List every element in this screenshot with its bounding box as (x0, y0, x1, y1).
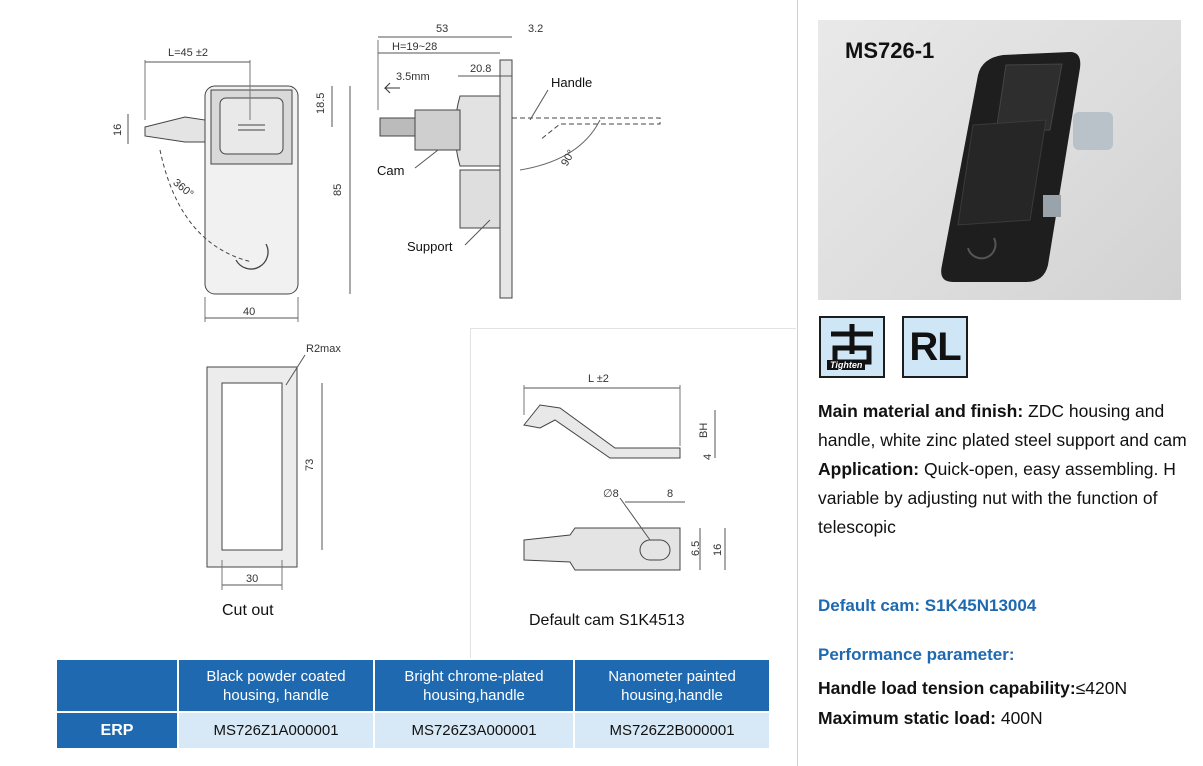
divider (797, 0, 798, 766)
default-cam: Default cam: S1K45N13004 (818, 596, 1037, 615)
header-line: Black powder coated (206, 667, 346, 685)
dim-phi8: ∅8 (603, 488, 619, 500)
tighten-icon (831, 324, 873, 365)
model-title: MS726-1 (845, 38, 935, 63)
table-cell: MS726Z3A000001 (374, 711, 575, 748)
table-header: Bright chrome-plated housing,handle (374, 660, 575, 712)
dim-3-5: 3.5mm (396, 71, 430, 83)
table-header: Nanometer painted housing,handle (574, 660, 769, 712)
handle-arc (519, 119, 601, 171)
cam-slot (639, 539, 671, 561)
dim-53: 53 (436, 23, 448, 35)
threaded-stud (379, 117, 416, 137)
application-label: Application: (818, 459, 920, 479)
table-header-blank (57, 660, 179, 712)
table-cell: MS726Z1A000001 (178, 711, 375, 748)
dim-18-5: 18.5 (315, 93, 327, 114)
nut (414, 109, 461, 151)
header-line: housing, handle (223, 686, 329, 704)
dim-8: 8 (667, 488, 673, 500)
cam-top-shape (523, 527, 681, 571)
dim-73: 73 (304, 459, 316, 471)
dim-6-5: 6.5 (690, 541, 702, 556)
rotation-arc (159, 149, 253, 263)
dim-cam-L: L ±2 (588, 373, 609, 385)
support-plate (499, 59, 513, 299)
erp-label: ERP (57, 711, 179, 748)
table-header-row: Black powder coated housing, handle Brig… (57, 660, 769, 712)
cam-side-shape (523, 404, 681, 459)
tension-value: ≤420N (1075, 678, 1128, 698)
housing-side (454, 95, 501, 167)
application-text: Quick-open, easy assembling. H variable … (818, 459, 1176, 537)
arrow-left-icon (383, 82, 400, 94)
dim-16-cam: 16 (712, 544, 724, 556)
product-description: Main material and finish: ZDC housing an… (818, 397, 1200, 542)
tension-label: Handle load tension capability: (818, 678, 1076, 698)
rl-badge: RL (902, 316, 968, 378)
material-text: ZDC housing and handle, white zinc plate… (818, 401, 1187, 450)
header-line: Nanometer painted (608, 667, 736, 685)
label-handle: Handle (551, 75, 592, 90)
table-row: ERP MS726Z1A000001 MS726Z3A000001 MS726Z… (57, 711, 769, 748)
dim-R2: R2max (306, 343, 341, 355)
header-line: Bright chrome-plated (404, 667, 544, 685)
cutout-caption: Cut out (222, 602, 274, 619)
rl-label: RL (909, 324, 961, 369)
divider (470, 328, 471, 658)
divider (470, 328, 796, 329)
technical-drawings: L=45 ±2 16 18.5 85 40 360° 53 3.2 H=19~2… (112, 23, 726, 629)
cam-view (523, 385, 726, 571)
front-view (127, 60, 351, 322)
erp-table: Black powder coated housing, handle Brig… (57, 660, 769, 748)
static-label: Maximum static load: (818, 708, 996, 728)
label-support: Support (407, 239, 453, 254)
turn-arrow-icon (235, 243, 269, 270)
dim-BH: BH (698, 423, 710, 438)
cutout-view (206, 354, 323, 590)
header-line: housing,handle (423, 686, 525, 704)
dim-4: 4 (702, 454, 714, 460)
label-cam: Cam (377, 163, 404, 178)
material-label: Main material and finish: (818, 401, 1024, 421)
dim-L45: L=45 ±2 (168, 47, 208, 59)
header-line: housing,handle (621, 686, 723, 704)
tighten-label: Tighten (827, 360, 866, 370)
dim-30: 30 (246, 573, 258, 585)
dim-85: 85 (332, 184, 344, 196)
handle-open-line (512, 117, 661, 141)
lock-image (941, 52, 1113, 282)
table-header: Black powder coated housing, handle (178, 660, 375, 712)
support-block (459, 169, 501, 229)
performance-heading: Performance parameter: (818, 645, 1015, 664)
table-cell: MS726Z2B000001 (574, 711, 769, 748)
dim-3-2: 3.2 (528, 23, 543, 35)
dim-20-8: 20.8 (470, 63, 491, 75)
angle-90: 90° (559, 148, 578, 168)
dim-H: H=19~28 (392, 41, 437, 53)
angle-360: 360° (170, 177, 195, 201)
dim-40: 40 (243, 306, 255, 318)
cam-front (144, 116, 206, 143)
handle-shape (219, 97, 284, 155)
product-photo (818, 20, 1181, 300)
performance-params: Handle load tension capability:≤420N Max… (818, 673, 1127, 733)
cam-caption: Default cam S1K4513 (529, 612, 685, 629)
drawing-canvas: L=45 ±2 16 18.5 85 40 360° 53 3.2 H=19~2… (112, 23, 726, 590)
cutout-inner (221, 382, 283, 551)
side-view (377, 36, 661, 299)
dim-16-front: 16 (112, 124, 124, 136)
static-value: 400N (995, 708, 1043, 728)
tighten-badge: Tighten (819, 316, 885, 378)
